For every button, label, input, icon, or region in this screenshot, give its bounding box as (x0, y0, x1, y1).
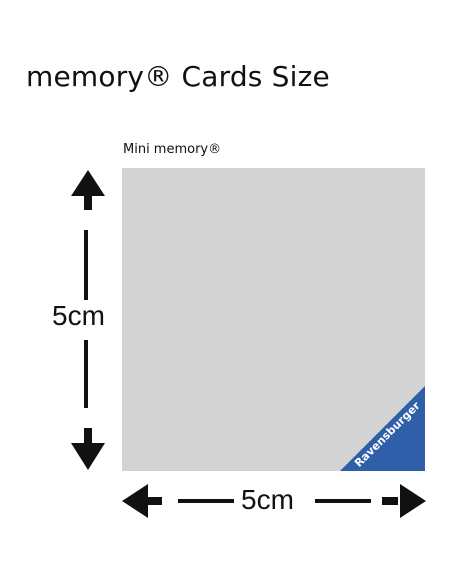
horizontal-line-right (315, 499, 371, 503)
card-caption: Mini memory® (123, 142, 222, 157)
ravensburger-logo-triangle (340, 386, 425, 471)
arrow-left-icon (122, 484, 148, 518)
card-background (122, 168, 425, 471)
memory-card: Ravensburger (122, 168, 425, 471)
card-face (122, 168, 425, 471)
vertical-line-lower (84, 340, 88, 408)
arrow-down-icon (71, 443, 105, 470)
width-label: 5cm (241, 484, 294, 515)
height-label: 5cm (52, 300, 105, 331)
vertical-line-upper (84, 230, 88, 300)
horizontal-line-left (178, 499, 234, 503)
arrow-right-icon (400, 484, 426, 518)
page-title: memory® Cards Size (26, 60, 330, 93)
horizontal-arrow-shaft-right (382, 497, 398, 505)
arrow-up-icon (71, 170, 105, 196)
horizontal-arrow-shaft-left (146, 497, 162, 505)
vertical-arrow-shaft-bottom (84, 428, 92, 444)
vertical-arrow-shaft-top (84, 194, 92, 210)
